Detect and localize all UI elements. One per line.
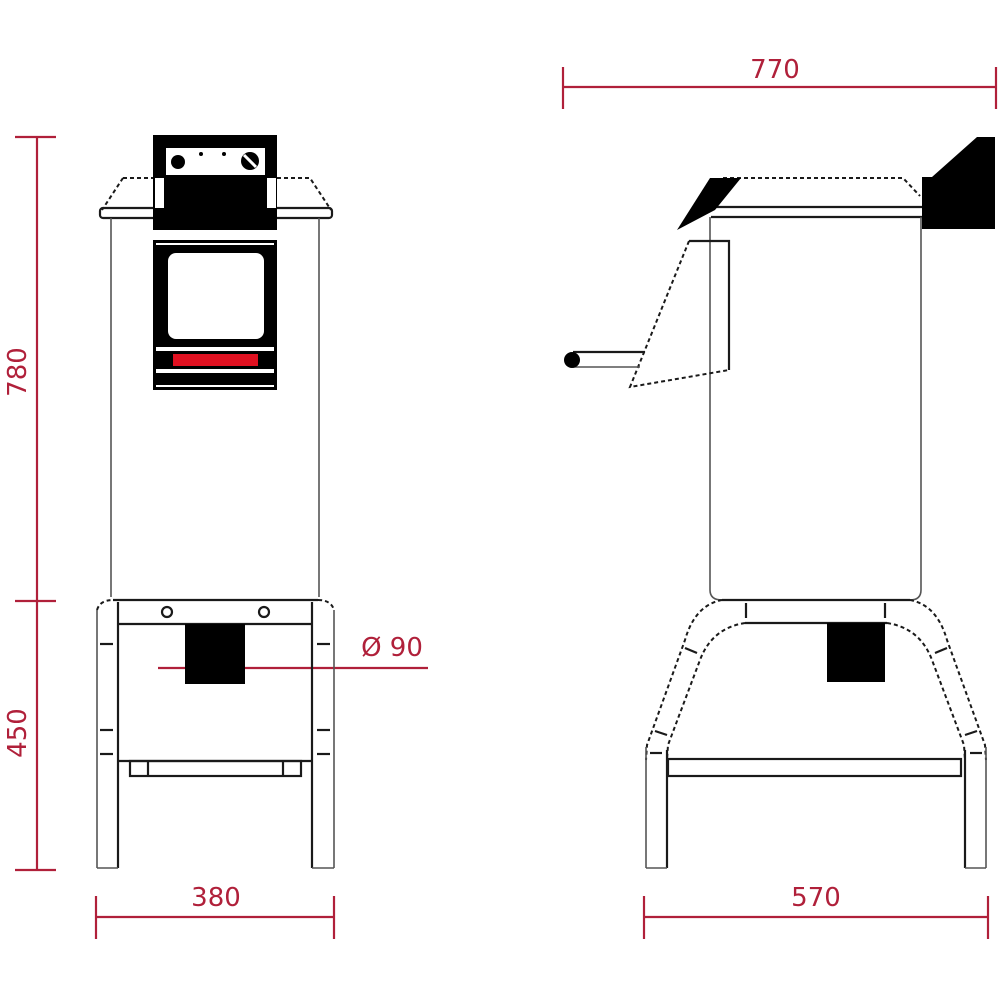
side-stand [645, 598, 987, 869]
front-legs [96, 599, 335, 869]
inspection-door [153, 240, 277, 390]
dimension-label-570: 570 [791, 883, 841, 913]
discharge-outlet [185, 624, 245, 684]
loading-chute [628, 239, 731, 389]
dimension-label-diameter: Ø 90 [361, 633, 423, 663]
dimension-bottom-380: 380 [94, 883, 336, 939]
bolt-icon [257, 605, 271, 619]
side-view [564, 137, 995, 869]
bolt-icon [160, 605, 174, 619]
indicator-bar [173, 354, 258, 366]
dimension-label-380: 380 [191, 883, 241, 913]
dimension-label-770: 770 [750, 55, 800, 85]
handle-knob-icon [564, 352, 580, 368]
control-panel [153, 135, 277, 230]
timer-dial-icon [241, 152, 259, 170]
front-view [96, 135, 335, 869]
dimension-bottom-570: 570 [642, 883, 990, 939]
indicator-light-icon [222, 152, 226, 156]
dimension-height-left: 780 450 [3, 135, 56, 872]
dimension-label-780: 780 [3, 347, 33, 397]
dimension-label-450: 450 [3, 708, 33, 758]
side-discharge-outlet [827, 623, 885, 682]
viewing-window [168, 253, 264, 339]
front-shelf [118, 759, 312, 778]
chute-handle [564, 350, 645, 368]
power-button-icon [171, 155, 185, 169]
dimension-top-770: 770 [561, 55, 998, 109]
motor-housing [922, 137, 995, 229]
lid-handle [677, 178, 741, 230]
lid [123, 177, 332, 211]
indicator-light-icon [199, 152, 203, 156]
